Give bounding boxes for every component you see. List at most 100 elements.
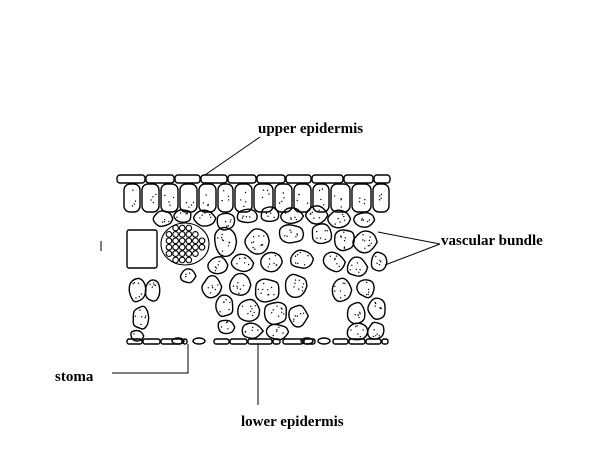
stipple-dot (378, 263, 381, 266)
stipple-dot (293, 320, 295, 322)
stipple-dot (276, 264, 278, 266)
stipple-dot (214, 269, 217, 272)
label-leader-lines (100, 136, 441, 405)
spongy-cell (327, 209, 352, 229)
stipple-dot (185, 273, 187, 275)
palisade-cell (198, 183, 217, 213)
stipple-dot (144, 317, 146, 319)
stipple-dot (236, 287, 238, 289)
stipple-dot (241, 217, 244, 219)
vascular-cell (178, 243, 186, 251)
stipple-dot (320, 198, 322, 201)
stipple-dot (369, 236, 371, 238)
stipple-dot (266, 189, 269, 192)
vascular-cell (172, 237, 179, 245)
stipple-dot (155, 193, 157, 196)
stipple-dot (380, 307, 382, 310)
stipple-dot (132, 283, 134, 285)
stipple-dot (290, 231, 292, 233)
stipple-dot (296, 254, 299, 256)
stipple-dot (290, 218, 292, 220)
stipple-dot (362, 239, 364, 241)
stipple-dot (229, 221, 231, 223)
stipple-dot (375, 335, 377, 337)
spongy-cell (128, 277, 147, 303)
vascular-bundle-cells (160, 222, 210, 266)
stipple-dot (188, 272, 191, 274)
stipple-dot (263, 282, 265, 285)
stipple-dot (361, 219, 363, 221)
stipple-dot (230, 219, 232, 221)
stipple-dot (133, 282, 135, 284)
stipple-dot (190, 204, 193, 206)
stipple-dot (379, 306, 382, 309)
stipple-dot (359, 312, 361, 315)
stipple-dot (238, 292, 240, 294)
vascular-cell (165, 237, 173, 245)
spongy-cell (217, 319, 236, 335)
stipple-dot (339, 290, 342, 292)
stipple-dot (242, 215, 244, 217)
stipple-dot (309, 213, 312, 215)
spongy-mesophyll-cells (126, 205, 388, 342)
stipple-dot (135, 338, 137, 340)
stipple-dot (210, 216, 212, 218)
stipple-dot (284, 235, 286, 237)
vascular-cell (192, 250, 199, 257)
stipple-dot (342, 282, 344, 284)
label-lower-epidermis: lower epidermis (241, 414, 344, 430)
stipple-dot (236, 263, 238, 265)
stipple-dot (221, 239, 224, 241)
lower-epidermis-cell (282, 338, 304, 345)
stipple-dot (188, 206, 190, 208)
stipple-dot (344, 294, 346, 297)
stipple-dot (297, 262, 299, 265)
palisade-cell (217, 183, 234, 213)
stipple-dot (237, 282, 239, 284)
stipple-dot (362, 219, 365, 221)
upper-epidermis-cell (285, 174, 312, 184)
stipple-dot (140, 293, 143, 295)
stipple-dot (240, 199, 242, 201)
spongy-cell (144, 279, 161, 302)
stipple-dot (289, 229, 291, 231)
stipple-dot (263, 235, 265, 237)
stipple-dot (369, 244, 371, 247)
stipple-dot (375, 255, 377, 258)
stipple-dot (379, 195, 381, 197)
stipple-dot (252, 241, 255, 243)
stipple-dot (139, 309, 141, 311)
spongy-cell (331, 277, 353, 303)
stipple-dot (323, 204, 325, 206)
stipple-dot (137, 282, 140, 284)
stipple-dot (358, 201, 361, 203)
stipple-dot (219, 311, 221, 313)
stipple-dot (251, 329, 253, 331)
vascular-cell (185, 243, 193, 251)
stipple-dot (380, 193, 383, 196)
stipple-dot (282, 192, 284, 194)
stipple-dot (226, 321, 229, 323)
leader-upper-epidermis (204, 136, 261, 176)
stipple-dot (380, 197, 382, 199)
spongy-cell (311, 223, 333, 245)
stipple-dot (164, 194, 166, 197)
stipple-dot (134, 315, 137, 317)
stipple-dot (368, 219, 371, 221)
spongy-cell (213, 226, 238, 258)
stipple-dot (267, 215, 269, 217)
stipple-dot (199, 217, 201, 219)
stipple-dot (247, 313, 249, 315)
stipple-dot (355, 268, 357, 271)
stipple-dot (245, 216, 248, 218)
stipple-dot (370, 242, 372, 244)
stipple-dot (169, 204, 171, 206)
spongy-cell (241, 322, 265, 340)
stipple-dot (344, 282, 346, 285)
palisade-cell (293, 183, 312, 213)
stipple-dot (272, 334, 274, 337)
stipple-dot (356, 262, 359, 264)
stipple-dot (192, 201, 195, 204)
stipple-dot (367, 291, 370, 293)
